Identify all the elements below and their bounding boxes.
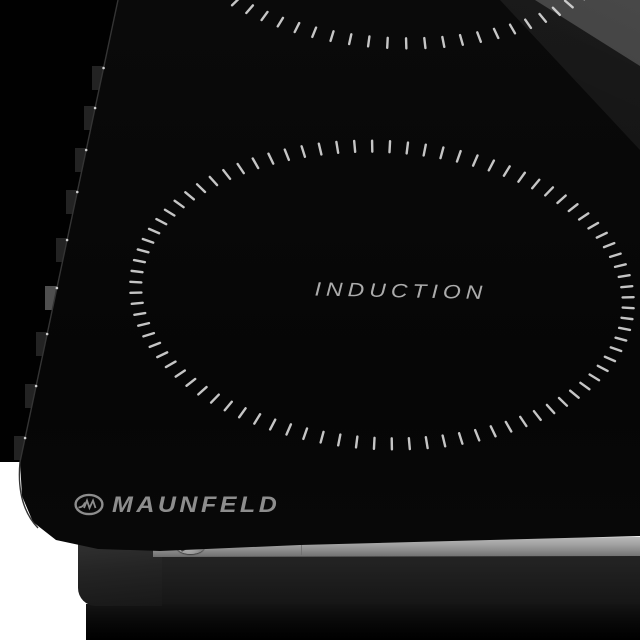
maunfeld-emblem-icon — [74, 493, 104, 516]
hob-under-casing — [150, 548, 640, 614]
brand-logo: MAUNFELD — [74, 488, 304, 522]
brand-name: MAUNFELD — [112, 492, 281, 518]
trim-seam — [301, 538, 302, 555]
front-frame-end-cap — [78, 540, 162, 606]
induction-label: INDUCTION — [314, 277, 488, 304]
hob-under-shadow — [86, 604, 640, 640]
